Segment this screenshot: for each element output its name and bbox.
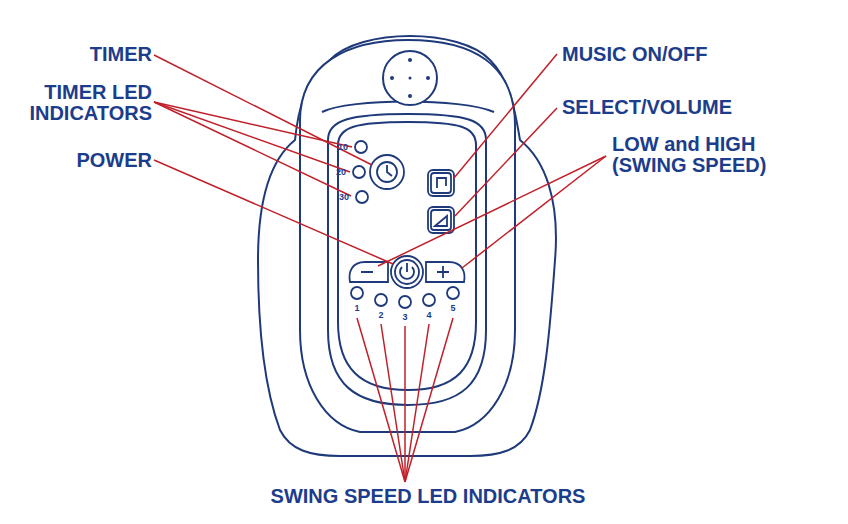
timer-minutes: 10 <box>333 142 353 152</box>
speed-led <box>423 294 435 306</box>
speed-led <box>351 287 363 299</box>
callout-label: LOW and HIGH (SWING SPEED) <box>612 134 802 176</box>
leader-lines <box>154 54 606 482</box>
timer-led <box>353 166 365 178</box>
timer-button <box>370 155 404 189</box>
timer-minutes: 20 <box>331 167 351 177</box>
power-button <box>391 256 423 288</box>
callout-label: MUSIC ON/OFF <box>562 44 762 65</box>
music-button <box>428 170 454 196</box>
timer-led <box>356 191 368 203</box>
speed-led <box>399 296 411 308</box>
speed-number: 2 <box>371 310 391 320</box>
callout-label: TIMER <box>20 44 152 65</box>
speed-number: 3 <box>395 312 415 322</box>
timer-minutes: 30 <box>334 192 354 202</box>
callout-label: TIMER LED INDICATORS <box>10 82 152 124</box>
housing-outline <box>258 36 556 456</box>
timer-led <box>355 141 367 153</box>
callout-label: SWING SPEED LED INDICATORS <box>4 486 848 507</box>
speed-led <box>375 294 387 306</box>
callout-label: SELECT/VOLUME <box>562 97 782 118</box>
speed-number: 5 <box>443 303 463 313</box>
speed-number: 1 <box>347 303 367 313</box>
panel-outline-outer <box>328 114 486 405</box>
select-volume-button <box>428 207 454 233</box>
panel-outline-inner <box>338 122 476 390</box>
speed-led <box>447 287 459 299</box>
callout-label: POWER <box>20 150 152 171</box>
body-outline <box>300 40 515 432</box>
speed-number: 4 <box>419 310 439 320</box>
top-knob <box>383 51 437 105</box>
